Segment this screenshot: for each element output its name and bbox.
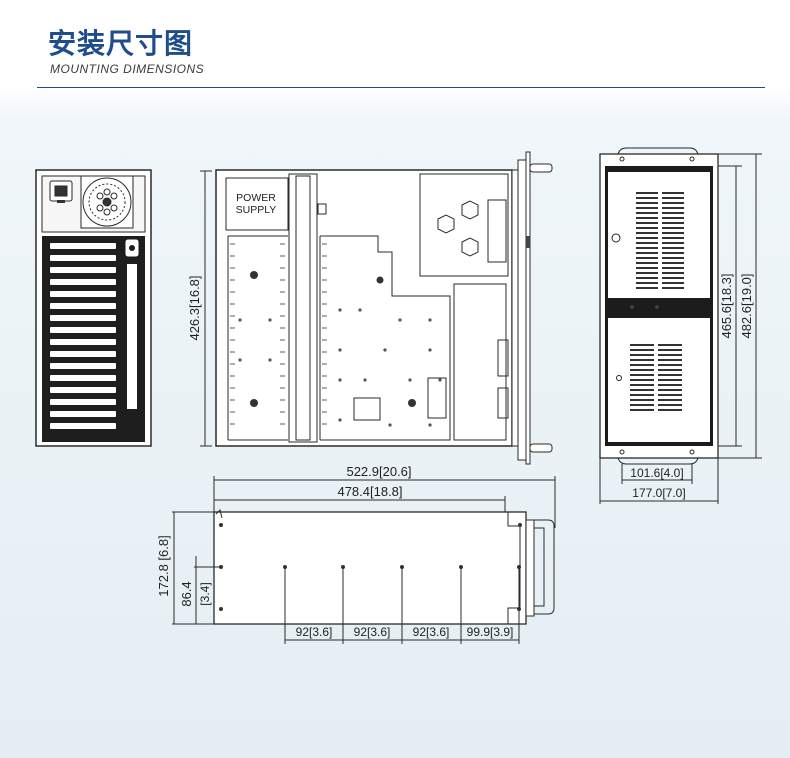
side-view [172, 476, 556, 644]
power-inlet-icon [49, 180, 73, 203]
expansion-slots [50, 243, 116, 429]
psu-label-line1: POWER [236, 192, 276, 204]
page-title: 安装尺寸图 [48, 27, 194, 60]
outer-height-dimension-label: 482.6[19.0] [739, 273, 754, 338]
page-subtitle: MOUNTING DIMENSIONS [50, 62, 205, 76]
body-length-dimension-label: 478.4[18.8] [337, 484, 402, 499]
top-view [200, 151, 553, 465]
fan-icon [80, 175, 134, 229]
spacing-dimension-label: 92[3.6] [354, 625, 391, 639]
width-dimension-label: 177.0[7.0] [632, 486, 685, 500]
spacing-dimension-label: 92[3.6] [413, 625, 450, 639]
spacing-dimension-label: 92[3.6] [296, 625, 333, 639]
psu-label-line2: SUPPLY [236, 204, 277, 216]
front-vents [630, 192, 684, 411]
hole-height-inch-label: [3.4] [198, 582, 212, 605]
depth-dimension-label: 426.3[16.8] [187, 275, 202, 340]
hole-spacing-dimension-label: 101.6[4.0] [630, 466, 683, 480]
header-divider [37, 87, 765, 88]
height-dimension-label: 172.8 [6.8] [156, 535, 171, 596]
overall-length-dimension-label: 522.9[20.6] [346, 464, 411, 479]
front-view [599, 147, 762, 504]
hole-height-dimension-label: 86.4 [179, 581, 194, 606]
rear-view [35, 169, 152, 447]
spacing-dimension-label: 99.9[3.9] [467, 625, 514, 639]
inner-height-dimension-label: 465.6[18.3] [719, 273, 734, 338]
